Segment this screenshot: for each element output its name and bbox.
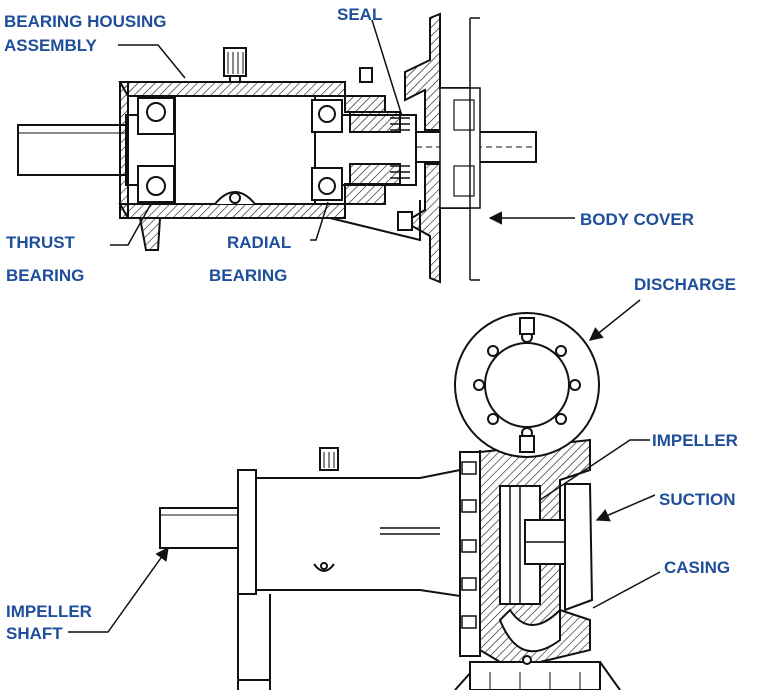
label-radial-bearing-1: RADIAL xyxy=(227,233,291,252)
label-seal: SEAL xyxy=(337,5,382,24)
labels: BEARING HOUSING ASSEMBLY SEAL BODY COVER… xyxy=(4,5,738,643)
housing-body xyxy=(255,468,461,598)
label-impeller: IMPELLER xyxy=(652,431,738,450)
label-casing: CASING xyxy=(664,558,730,577)
leader-seal xyxy=(371,19,403,117)
label-suction: SUCTION xyxy=(659,490,736,509)
leader-suction xyxy=(595,494,656,522)
impeller-shaft xyxy=(159,507,239,549)
label-discharge: DISCHARGE xyxy=(634,275,736,294)
label-thrust-bearing-2: BEARING xyxy=(6,266,84,285)
leader-radial-bearing xyxy=(310,201,329,241)
leader-impeller xyxy=(539,439,650,501)
radial-bearing xyxy=(311,99,343,201)
impeller xyxy=(499,485,566,605)
bearing-housing xyxy=(118,81,346,97)
assembled-view xyxy=(159,312,621,690)
discharge-flange xyxy=(454,312,600,458)
label-body-cover: BODY COVER xyxy=(580,210,694,229)
leader-casing xyxy=(592,571,661,609)
leader-bearing-housing xyxy=(118,44,186,79)
label-impeller-shaft-2: SHAFT xyxy=(6,624,63,643)
leader-lines xyxy=(68,19,661,633)
leader-thrust-bearing xyxy=(110,201,153,246)
label-impeller-shaft-1: IMPELLER xyxy=(6,602,92,621)
label-bearing-housing-1: BEARING HOUSING xyxy=(4,12,166,31)
label-bearing-housing-2: ASSEMBLY xyxy=(4,36,98,55)
suction-nozzle xyxy=(564,483,594,612)
thrust-bearing xyxy=(137,97,175,203)
seal xyxy=(349,111,410,185)
label-radial-bearing-2: BEARING xyxy=(209,266,287,285)
leader-discharge xyxy=(588,299,641,341)
leader-impeller-shaft xyxy=(68,546,169,633)
sectional-view xyxy=(17,12,537,284)
label-thrust-bearing-1: THRUST xyxy=(6,233,76,252)
